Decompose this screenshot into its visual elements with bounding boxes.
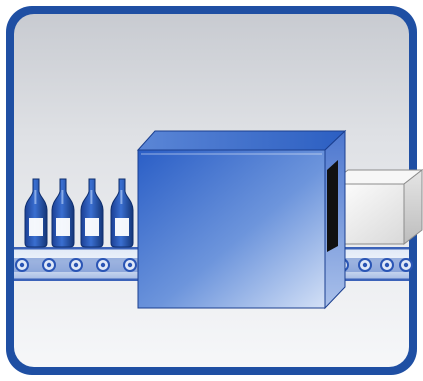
roller bbox=[97, 259, 109, 271]
roller bbox=[43, 259, 55, 271]
packaging-machine bbox=[138, 131, 345, 308]
machine-outlet bbox=[327, 160, 338, 252]
left-belt-bottom-edge bbox=[14, 279, 144, 282]
machine-front bbox=[138, 150, 325, 308]
left-conveyor bbox=[14, 247, 144, 281]
roller bbox=[381, 259, 393, 271]
roller bbox=[400, 259, 412, 271]
machine-top bbox=[138, 131, 345, 150]
roller bbox=[16, 259, 28, 271]
machine-highlight bbox=[141, 153, 322, 155]
roller bbox=[70, 259, 82, 271]
roller bbox=[359, 259, 371, 271]
roller bbox=[124, 259, 136, 271]
